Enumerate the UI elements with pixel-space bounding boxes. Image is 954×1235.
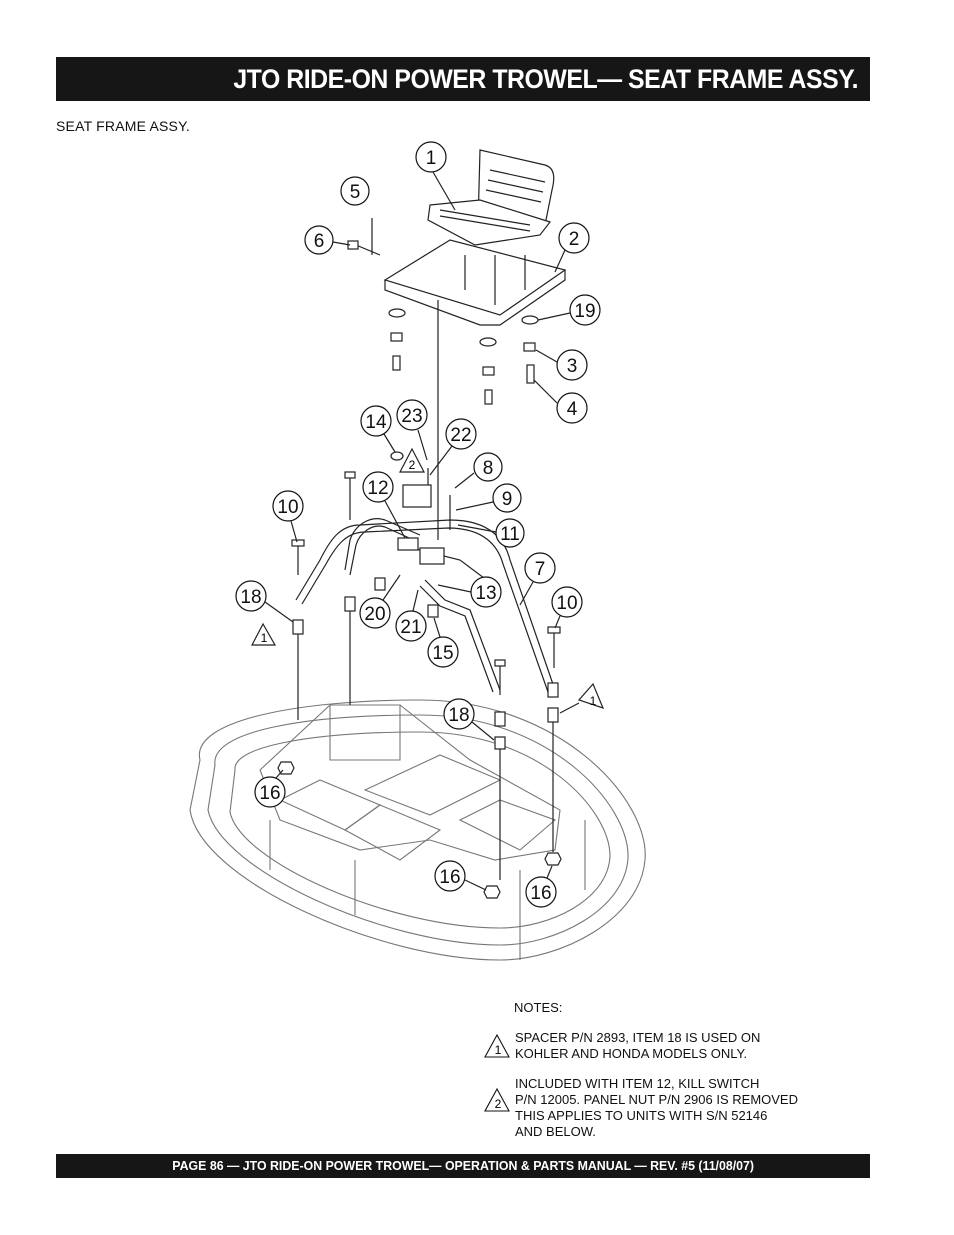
svg-text:21: 21 bbox=[400, 617, 421, 638]
note-2-line-4: AND BELOW. bbox=[515, 1124, 596, 1139]
callout-21: 21 bbox=[395, 610, 427, 642]
svg-text:10: 10 bbox=[277, 497, 298, 518]
svg-text:16: 16 bbox=[439, 867, 460, 888]
note-1-triangle-icon: 1 bbox=[484, 1034, 510, 1058]
bolts-and-spacers bbox=[277, 451, 562, 899]
page-header-bar: JTO RIDE-ON POWER TROWEL— SEAT FRAME ASS… bbox=[56, 57, 870, 101]
note-item-2: 2 INCLUDED WITH ITEM 12, KILL SWITCH P/N… bbox=[484, 1076, 844, 1140]
page-footer-bar: PAGE 86 — JTO RIDE-ON POWER TROWEL— OPER… bbox=[56, 1154, 870, 1178]
svg-text:2: 2 bbox=[495, 1097, 502, 1111]
callout-14: 14 bbox=[360, 405, 392, 437]
svg-text:9: 9 bbox=[502, 489, 513, 510]
svg-text:3: 3 bbox=[567, 356, 578, 377]
svg-text:1: 1 bbox=[426, 148, 437, 169]
callout-7: 7 bbox=[524, 552, 556, 584]
seat-frame-tubes bbox=[295, 484, 556, 693]
note-2-line-3: THIS APPLIES TO UNITS WITH S/N 52146 bbox=[515, 1108, 768, 1123]
svg-text:10: 10 bbox=[556, 593, 577, 614]
svg-text:15: 15 bbox=[432, 643, 453, 664]
svg-text:7: 7 bbox=[535, 559, 546, 580]
callout-group: 1 5 6 2 19 3 4 14 23 22 8 12 9 10 11 7 1… bbox=[235, 141, 601, 908]
svg-text:16: 16 bbox=[530, 883, 551, 904]
notes-title: NOTES: bbox=[514, 1000, 563, 1015]
callout-16-left: 16 bbox=[254, 776, 286, 808]
callout-15: 15 bbox=[427, 636, 459, 668]
svg-text:6: 6 bbox=[314, 231, 325, 252]
callout-4: 4 bbox=[556, 392, 588, 424]
callout-12: 12 bbox=[362, 471, 394, 503]
seat-hardware bbox=[347, 218, 539, 405]
svg-text:20: 20 bbox=[364, 604, 385, 625]
svg-text:19: 19 bbox=[574, 301, 595, 322]
svg-text:16: 16 bbox=[259, 783, 280, 804]
callout-6: 6 bbox=[304, 225, 334, 255]
callout-20: 20 bbox=[359, 597, 391, 629]
svg-text:1: 1 bbox=[495, 1043, 502, 1057]
note-markers: 2 1 1 bbox=[251, 447, 605, 714]
callout-2: 2 bbox=[558, 222, 590, 254]
svg-text:2: 2 bbox=[409, 458, 416, 472]
callout-19: 19 bbox=[569, 294, 601, 326]
machine-frame bbox=[189, 699, 646, 961]
callout-18-right: 18 bbox=[443, 698, 475, 730]
callout-13: 13 bbox=[470, 576, 502, 608]
svg-text:18: 18 bbox=[448, 705, 469, 726]
svg-text:5: 5 bbox=[350, 182, 361, 203]
callout-16-center: 16 bbox=[434, 860, 466, 892]
note-2-line-1: INCLUDED WITH ITEM 12, KILL SWITCH bbox=[515, 1076, 760, 1091]
note-2-triangle-icon: 2 bbox=[484, 1088, 510, 1112]
callout-1: 1 bbox=[415, 141, 447, 173]
callout-11: 11 bbox=[495, 518, 525, 548]
seat-plate bbox=[383, 239, 567, 540]
callout-18-left: 18 bbox=[235, 580, 267, 612]
note-marker-2: 2 bbox=[399, 447, 425, 473]
svg-text:1: 1 bbox=[261, 631, 268, 645]
callout-16-right: 16 bbox=[525, 876, 557, 908]
note-item-1: 1 SPACER P/N 2893, ITEM 18 IS USED ON KO… bbox=[484, 1030, 844, 1062]
note-marker-1-right: 1 bbox=[577, 682, 605, 709]
section-label: SEAT FRAME ASSY. bbox=[56, 118, 190, 134]
callout-9: 9 bbox=[492, 483, 522, 513]
svg-text:4: 4 bbox=[567, 399, 578, 420]
callout-3: 3 bbox=[556, 349, 588, 381]
svg-text:13: 13 bbox=[475, 583, 496, 604]
note-2-line-2: P/N 12005. PANEL NUT P/N 2906 IS REMOVED bbox=[515, 1092, 798, 1107]
svg-text:11: 11 bbox=[500, 524, 520, 545]
callout-22: 22 bbox=[445, 418, 477, 450]
svg-text:1: 1 bbox=[590, 694, 597, 708]
callout-10-right: 10 bbox=[551, 586, 583, 618]
callout-10-left: 10 bbox=[272, 490, 304, 522]
seat-frame-exploded-diagram: 1 5 6 2 19 3 4 14 23 22 8 12 9 10 11 7 1… bbox=[189, 141, 646, 961]
svg-text:23: 23 bbox=[401, 406, 422, 427]
callout-8: 8 bbox=[473, 452, 503, 482]
svg-text:22: 22 bbox=[450, 425, 471, 446]
svg-text:2: 2 bbox=[569, 229, 580, 250]
svg-text:8: 8 bbox=[483, 458, 494, 479]
notes-section: NOTES: 1 SPACER P/N 2893, ITEM 18 IS USE… bbox=[484, 1000, 844, 1154]
note-1-line-2: KOHLER AND HONDA MODELS ONLY. bbox=[515, 1046, 748, 1061]
note-marker-1-left: 1 bbox=[251, 622, 277, 646]
svg-text:14: 14 bbox=[365, 412, 387, 433]
note-1-line-1: SPACER P/N 2893, ITEM 18 IS USED ON bbox=[515, 1030, 761, 1045]
callout-23: 23 bbox=[396, 399, 428, 431]
callout-5: 5 bbox=[340, 176, 370, 206]
page-title: JTO RIDE-ON POWER TROWEL— SEAT FRAME ASS… bbox=[233, 64, 858, 94]
svg-text:18: 18 bbox=[240, 587, 261, 608]
svg-text:12: 12 bbox=[367, 478, 388, 499]
page-footer-text: PAGE 86 — JTO RIDE-ON POWER TROWEL— OPER… bbox=[172, 1158, 754, 1173]
seat bbox=[427, 149, 555, 246]
